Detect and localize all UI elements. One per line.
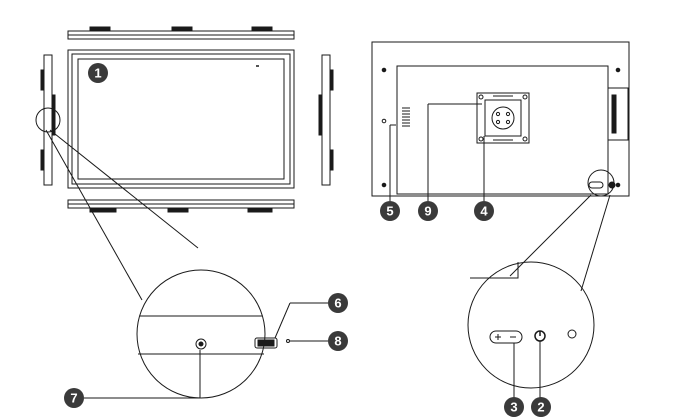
callout-8: 8 — [328, 331, 348, 351]
callout-9-label: 9 — [424, 204, 431, 219]
callout-6-label: 6 — [334, 296, 341, 311]
leader-line-left-1 — [45, 129, 143, 301]
left-side-view — [35, 54, 61, 186]
callout-3: 3 — [504, 397, 524, 417]
front-view — [35, 26, 334, 301]
rear-detail — [467, 261, 595, 398]
bottom-edge-view — [67, 199, 295, 213]
callout-3-label: 3 — [510, 400, 517, 415]
top-edge-view — [67, 26, 295, 40]
callout-6: 6 — [328, 293, 348, 313]
callout-8-label: 8 — [334, 334, 341, 349]
callout-2-label: 2 — [537, 400, 544, 415]
callout-7: 7 — [64, 388, 84, 408]
side-detail — [84, 269, 328, 399]
monitor-front — [67, 49, 295, 189]
leader-line-left-2 — [49, 129, 199, 249]
callout-4-label: 4 — [480, 204, 488, 219]
callout-1-label: 1 — [94, 66, 101, 81]
vesa-mount — [476, 92, 530, 144]
right-side-view — [318, 54, 334, 186]
speaker-grille — [402, 107, 410, 127]
callout-7-label: 7 — [70, 391, 77, 406]
callout-4: 4 — [474, 201, 494, 221]
callout-9: 9 — [418, 201, 438, 221]
callout-5: 5 — [380, 201, 400, 221]
callout-2: 2 — [531, 397, 551, 417]
callout-1: 1 — [88, 63, 108, 83]
callout-5-label: 5 — [386, 204, 393, 219]
rear-view — [371, 41, 630, 292]
